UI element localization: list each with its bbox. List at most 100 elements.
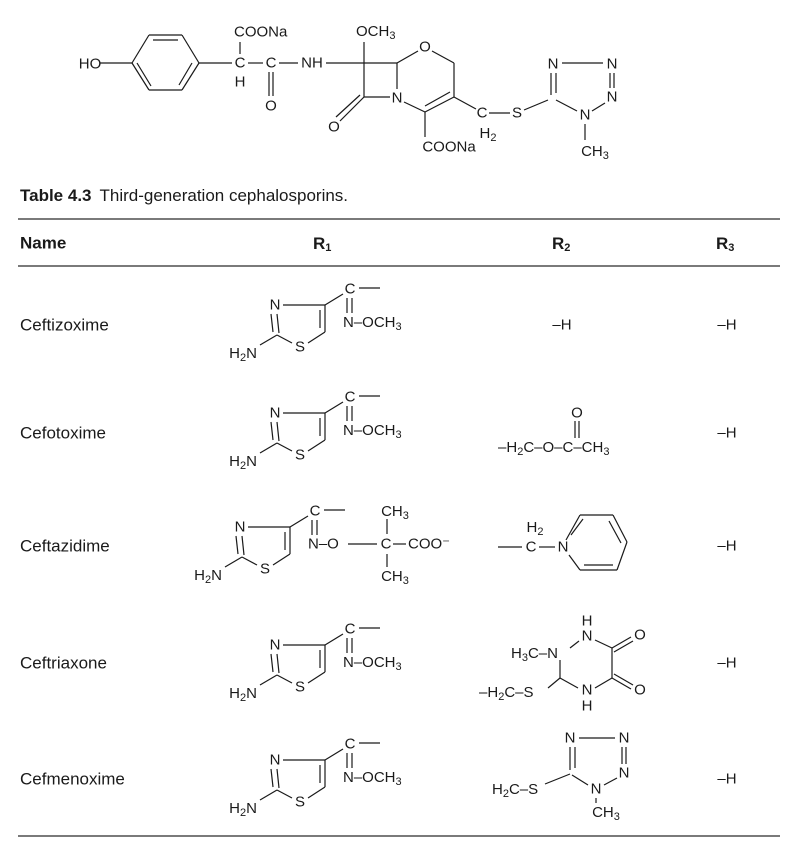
bond-line [307, 671, 326, 684]
bond-line [324, 293, 344, 306]
atom-label: N [270, 752, 281, 769]
atom-label: NH [301, 55, 323, 72]
r2-structure: N N N N CH3 H2C–S [492, 730, 629, 824]
bond-line [403, 101, 426, 113]
atom-label: C [345, 736, 356, 753]
bond-line [181, 34, 200, 64]
r3-value: –H [717, 317, 736, 334]
atom-label: N [548, 56, 559, 73]
bond-line [611, 677, 632, 690]
r2-structure: –H2C–O–C–CH3 O [498, 405, 609, 459]
bond-line [523, 99, 549, 111]
atom-label: H2N [194, 567, 222, 587]
bond-line [612, 514, 628, 543]
atom-label: S [295, 339, 305, 356]
atom-label: C [345, 281, 356, 298]
bond-line [272, 553, 291, 566]
bond-line [181, 62, 200, 91]
bond-line [270, 313, 274, 333]
bond-line [613, 640, 634, 653]
atom-label: CH3 [381, 503, 409, 523]
atom-label: N [591, 781, 602, 798]
bond-line [324, 748, 344, 761]
bond-line [307, 439, 326, 452]
bond-line [339, 96, 365, 122]
atom-label: H2N [229, 685, 257, 705]
atom-label: N [619, 730, 630, 747]
bond-line [259, 789, 278, 801]
atom-label: –H2C–S [479, 684, 534, 704]
bond-line [270, 421, 274, 441]
bond-line [307, 331, 326, 344]
bond-line [276, 789, 293, 799]
bond-line [259, 442, 278, 454]
atom-label: O [634, 682, 646, 699]
table-row: Ceftriaxone N S H2N C N–OCH3 H N O H3C–N… [20, 613, 737, 715]
atom-label: N–OCH3 [343, 769, 402, 789]
atom-label: N [619, 765, 630, 782]
atom-label: H2 [480, 125, 497, 145]
atom-label: N [558, 539, 569, 556]
r1-structure: N S H2N C N–OCH3 [229, 736, 402, 820]
bond-line [270, 653, 274, 673]
atom-label: C [381, 536, 392, 553]
bond-line [178, 62, 193, 86]
atom-label: H2C–S [492, 781, 538, 801]
atom-label: OCH3 [356, 23, 395, 43]
bond-line [289, 515, 309, 528]
r1-structure: N S H2N C N–O C CH3 CH3 COO⁻ [194, 503, 450, 588]
bond-line [270, 768, 274, 788]
atom-label: N–OCH3 [343, 422, 402, 442]
bond-line [594, 639, 613, 649]
atom-label: O [634, 627, 646, 644]
drug-name: Ceftazidime [20, 537, 110, 556]
atom-label: COONa [234, 24, 288, 41]
atom-label: N [607, 56, 618, 73]
atom-label: H2 [527, 519, 544, 539]
atom-label: H [582, 613, 593, 630]
bond-line [335, 94, 361, 118]
bond-lines [100, 34, 634, 803]
bond-line [544, 773, 571, 785]
atom-label: O [328, 119, 340, 136]
bond-line [591, 102, 606, 112]
bond-line [131, 34, 150, 64]
atom-label: H2N [229, 800, 257, 820]
bond-line [241, 535, 245, 556]
atom-label: N [582, 682, 593, 699]
bond-line [276, 334, 293, 344]
atom-label: O [265, 98, 277, 115]
atom-label: N [392, 90, 403, 107]
atom-label: O [571, 405, 583, 422]
table-row: Cefmenoxime N S H2N C N–OCH3 N N N N CH3… [20, 730, 737, 824]
atom-label: H3C–N [511, 645, 558, 665]
drug-name: Cefotoxime [20, 424, 106, 443]
atom-label: S [295, 447, 305, 464]
column-header-name: Name [20, 234, 66, 253]
bond-line [568, 554, 581, 571]
drug-name: Ceftriaxone [20, 654, 107, 673]
r1-structure: N S H2N C N–OCH3 [229, 281, 402, 365]
table-row: Cefotoxime N S H2N C N–OCH3 –H2C–O–C–CH3… [20, 389, 737, 473]
general-structure: HO COONa C H C O NH OCH3 O N O COONa C H… [79, 23, 618, 163]
table-row: Ceftazidime N S H2N C N–O C CH3 CH3 COO⁻… [20, 503, 737, 588]
bond-line [569, 640, 580, 649]
atom-label: N [270, 637, 281, 654]
r3-value: –H [717, 538, 736, 555]
atom-label: N–O [308, 536, 339, 553]
bond-line [424, 96, 455, 113]
atom-label: HO [79, 56, 102, 73]
atom-label: C [266, 55, 277, 72]
bond-line [276, 421, 280, 442]
atom-label: N [582, 628, 593, 645]
column-header-r1: R1 [313, 234, 331, 255]
bond-line [431, 50, 455, 64]
atom-label: N [235, 519, 246, 536]
bond-line [324, 633, 344, 646]
atom-label: S [295, 679, 305, 696]
r1-structure: N S H2N C N–OCH3 [229, 621, 402, 705]
bond-line [396, 50, 419, 64]
bond-line [259, 334, 278, 346]
atom-label: –H2C–O–C–CH3 [498, 439, 609, 459]
